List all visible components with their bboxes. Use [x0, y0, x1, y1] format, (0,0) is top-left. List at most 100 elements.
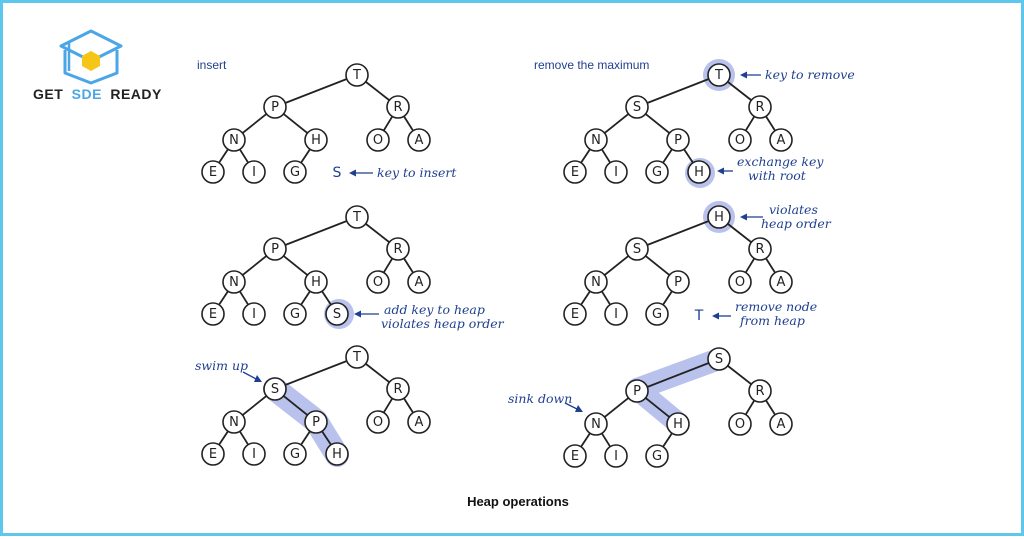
- node-label: H: [311, 275, 321, 290]
- heap-node-a: A: [407, 270, 431, 294]
- heap-node-o: O: [728, 270, 752, 294]
- node-circle: [687, 160, 711, 184]
- note-key-to-remove: key to remove: [765, 67, 855, 82]
- heap-node-s: S: [707, 347, 731, 371]
- tree-edge: [604, 397, 629, 418]
- tree-edge: [601, 432, 611, 448]
- node-circle: [242, 160, 266, 184]
- node-circle: [604, 302, 628, 326]
- heap-node-e: E: [201, 302, 225, 326]
- note-exchange-key: exchange key with root: [737, 154, 827, 183]
- tree-edge: [765, 257, 776, 274]
- heap-node-a: A: [407, 128, 431, 152]
- tree-edge: [218, 290, 229, 306]
- node-label: G: [290, 307, 300, 322]
- tree-edge: [300, 148, 311, 164]
- highlight-layer: [263, 59, 735, 467]
- heap-node-g: G: [645, 160, 669, 184]
- heap-node-g: G: [283, 302, 307, 326]
- tree-edge: [283, 255, 308, 276]
- tree-edge: [321, 430, 332, 446]
- tree-edge: [662, 148, 673, 164]
- node-label: E: [209, 447, 217, 462]
- note-add-key: add key to heap violates heap order: [381, 302, 505, 331]
- tree-edge: [645, 113, 670, 134]
- heap-node-o: O: [366, 128, 390, 152]
- heap-node-n: N: [222, 410, 246, 434]
- heap-node-h: H: [325, 442, 349, 466]
- node-circle: [263, 95, 287, 119]
- heap-node-t: T: [345, 63, 369, 87]
- node-circle: [666, 270, 690, 294]
- node-label: H: [694, 165, 704, 180]
- node-label: A: [777, 133, 786, 148]
- heap-node-r: R: [748, 95, 772, 119]
- node-circle: [604, 444, 628, 468]
- arrowhead-sink-down: [575, 405, 583, 412]
- node-circle: [563, 444, 587, 468]
- heap-node-s: S: [625, 95, 649, 119]
- tree-edge: [744, 115, 756, 132]
- tree-edge: [283, 395, 308, 416]
- node-circle: [366, 128, 390, 152]
- node-circle: [748, 237, 772, 261]
- tree-edge: [662, 432, 673, 448]
- node-label: E: [209, 165, 217, 180]
- logo-text: GET SDE READY: [33, 86, 162, 102]
- heap-node-r: R: [748, 237, 772, 261]
- heap-node-h: H: [666, 412, 690, 436]
- node-label: O: [373, 415, 383, 430]
- arrowhead-key-to-insert: [349, 169, 356, 177]
- heap-node-g: G: [645, 444, 669, 468]
- node-label: I: [252, 165, 256, 180]
- node-circle: [625, 95, 649, 119]
- heap-node-r: R: [386, 237, 410, 261]
- heap-node-g: G: [283, 442, 307, 466]
- node-circle: [666, 128, 690, 152]
- panel-title-insert: insert: [197, 58, 227, 72]
- node-label: N: [591, 133, 601, 148]
- node-circle: [283, 160, 307, 184]
- heap-node-t: T: [707, 63, 731, 87]
- node-label: N: [229, 275, 239, 290]
- tree-edge: [727, 365, 752, 385]
- panel-title-remove-max: remove the maximum: [534, 58, 649, 72]
- node-label: A: [415, 133, 424, 148]
- logo: GET SDE READY: [33, 29, 162, 102]
- heap-node-i: I: [604, 160, 628, 184]
- node-label: I: [614, 307, 618, 322]
- node-label: E: [209, 307, 217, 322]
- heap-diagram: GET SDE READY insert remove the maximum …: [33, 29, 855, 509]
- arrowhead-exchange-key: [717, 167, 724, 175]
- node-circle: [407, 128, 431, 152]
- heap-node-p: P: [263, 95, 287, 119]
- node-label: A: [415, 275, 424, 290]
- heap-node-s: S: [625, 237, 649, 261]
- node-label: I: [614, 449, 618, 464]
- note-swim-up: swim up: [195, 358, 248, 373]
- node-circle: [645, 444, 669, 468]
- tree-edge: [239, 290, 249, 306]
- node-label: O: [373, 275, 383, 290]
- tree-edge: [744, 257, 756, 274]
- node-label: R: [393, 100, 402, 115]
- node-label: O: [735, 417, 745, 432]
- node-circle: [386, 237, 410, 261]
- node-label: R: [755, 100, 764, 115]
- node-label: S: [633, 242, 641, 257]
- arrowhead-remove-node: [712, 312, 719, 320]
- heap-node-r: R: [386, 377, 410, 401]
- tree-edge: [601, 148, 611, 164]
- heap-node-n: N: [584, 128, 608, 152]
- loose-key-removed: T: [694, 308, 704, 324]
- loose-key-insert: S: [333, 165, 342, 181]
- heap-node-p: P: [625, 379, 649, 403]
- heap-node-i: I: [604, 444, 628, 468]
- node-circle: [366, 270, 390, 294]
- node-label: I: [252, 307, 256, 322]
- node-label: E: [571, 165, 579, 180]
- node-label: T: [352, 68, 361, 83]
- node-circle: [222, 128, 246, 152]
